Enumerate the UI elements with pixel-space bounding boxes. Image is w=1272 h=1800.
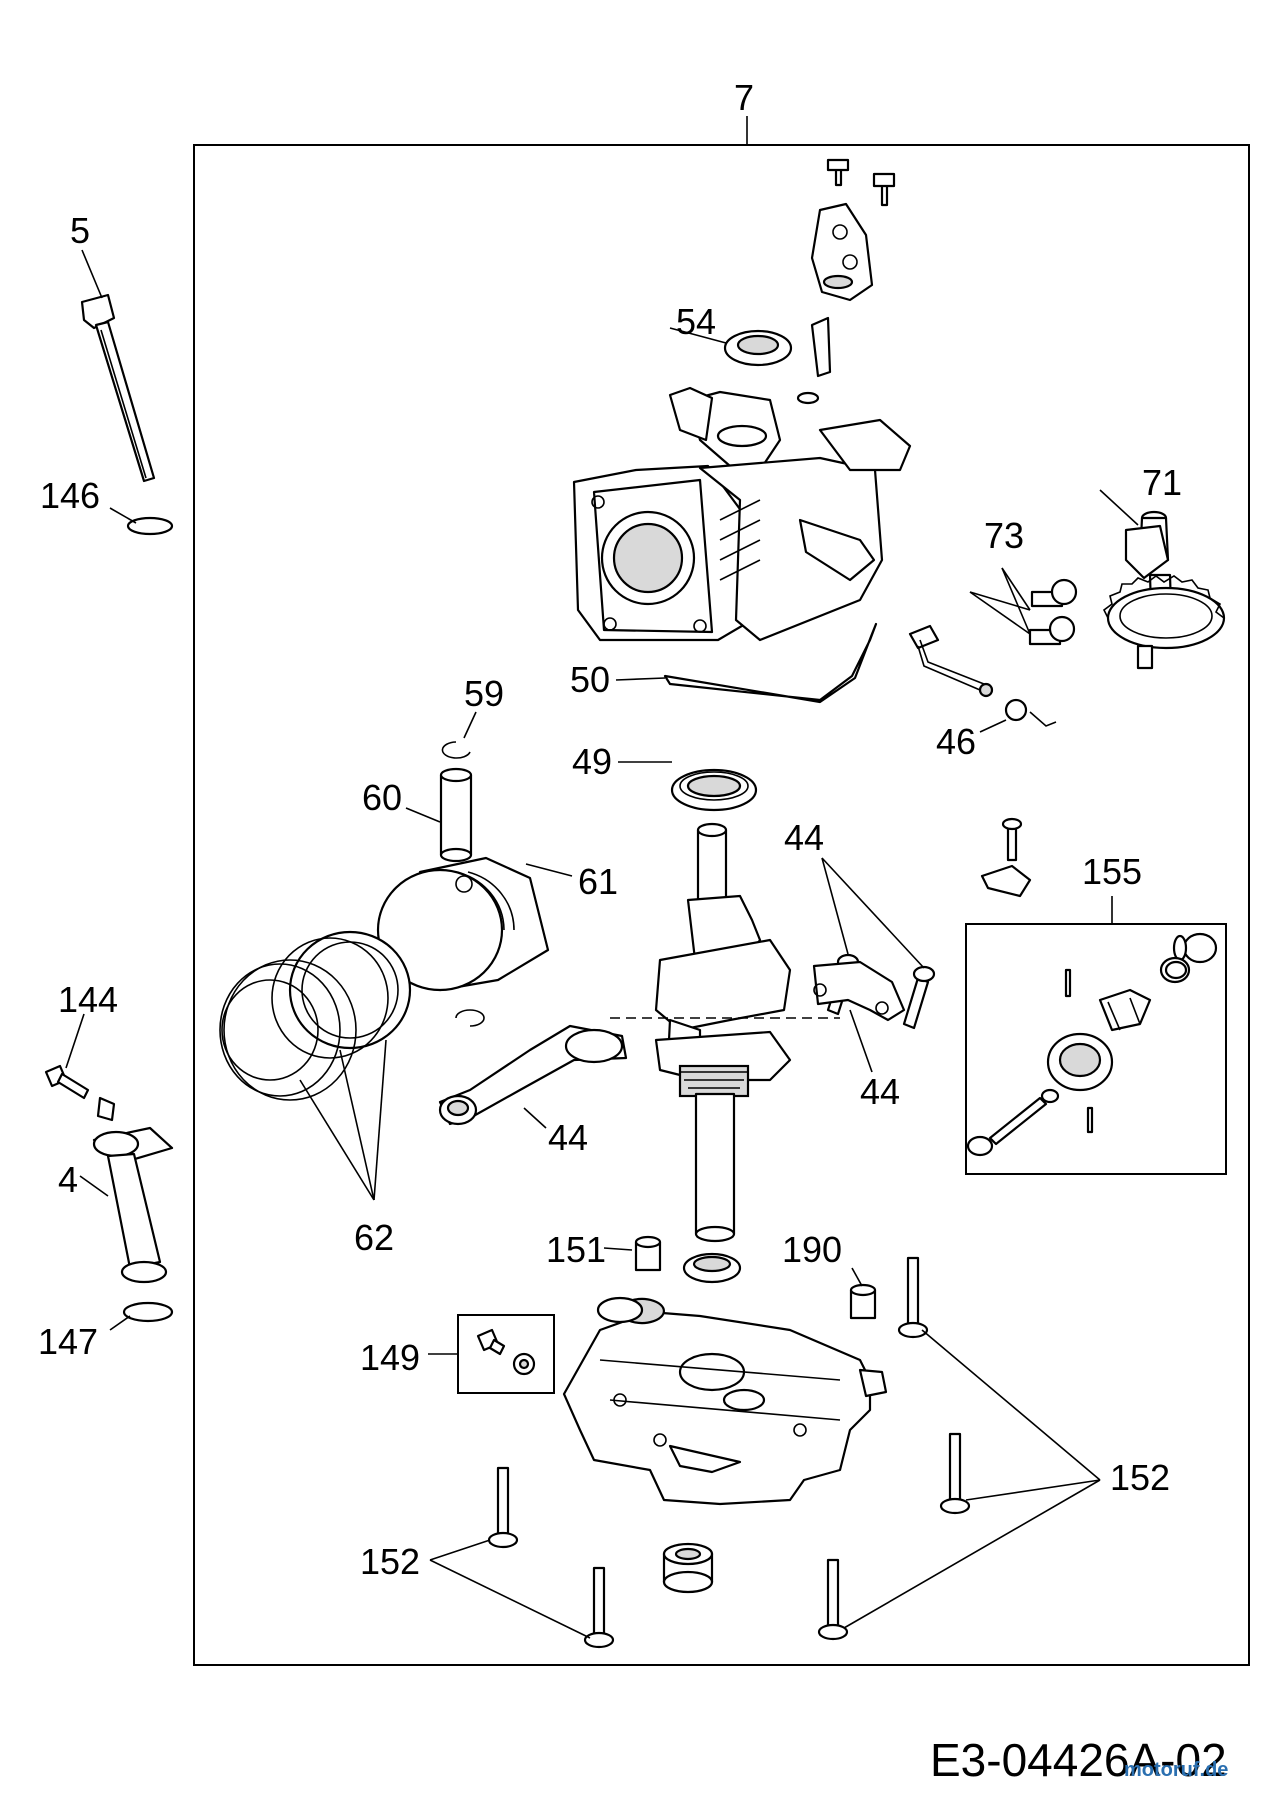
leader-62c — [373, 1039, 387, 1201]
cylinder-block-part — [572, 386, 912, 642]
governor-assembly-155-part — [965, 923, 1227, 1175]
circlip-59-part — [441, 741, 471, 759]
leader-73a — [1001, 567, 1031, 611]
leader-71 — [1099, 489, 1139, 526]
leader-44b — [821, 857, 925, 969]
governor-bolt-part — [980, 817, 1032, 898]
leader-54 — [669, 327, 727, 344]
leader-59 — [463, 711, 477, 739]
oil-seal-54-part — [723, 316, 832, 378]
crankshaft-part — [654, 822, 792, 1243]
leader-152d — [429, 1539, 491, 1561]
part-label-44-right: 44 — [860, 1071, 900, 1112]
bottom-bushing-part — [662, 1542, 714, 1594]
watermark: motoruf.de — [1124, 1759, 1228, 1781]
leader-73b — [1001, 567, 1031, 635]
leader-46 — [979, 719, 1007, 733]
tappets-73-part — [1028, 578, 1078, 646]
dowel-151-part — [634, 1235, 662, 1272]
part-label-149: 149 — [360, 1337, 420, 1378]
leader-61 — [525, 863, 573, 877]
leader-62a — [299, 1079, 375, 1201]
leader-60 — [405, 807, 441, 823]
leader-152b — [965, 1479, 1101, 1501]
leader-147 — [109, 1315, 131, 1331]
connecting-rod-44-part — [438, 1024, 628, 1126]
part-label-44-rod: 44 — [548, 1117, 588, 1158]
part-label-155: 155 — [1082, 851, 1142, 892]
crankcase-sump-part — [562, 1296, 888, 1506]
part-label-71: 71 — [1142, 462, 1182, 503]
leader-144 — [65, 1013, 85, 1069]
part-label-54: 54 — [676, 301, 716, 342]
drawing-code: E3-04426A-02 — [930, 1734, 1227, 1786]
rod-cap-44-part — [812, 960, 906, 1022]
leader-152c — [843, 1479, 1101, 1629]
leader-5 — [81, 249, 103, 299]
ball-bearing-49-part — [670, 768, 758, 812]
part-label-151: 151 — [546, 1229, 606, 1270]
piston-61-part — [376, 856, 550, 992]
leader-190 — [851, 1267, 863, 1287]
piston-circlip-part — [455, 1009, 485, 1027]
part-label-50: 50 — [570, 659, 610, 700]
leader-44c — [849, 1009, 873, 1073]
dowel-190-part — [849, 1283, 877, 1320]
leader-44a — [821, 857, 849, 955]
o-ring-146-part — [126, 516, 174, 536]
part-label-147: 147 — [38, 1321, 98, 1362]
part-label-144: 144 — [58, 979, 118, 1020]
sump-bolts-152-part — [487, 1256, 971, 1649]
part-label-60: 60 — [362, 777, 402, 818]
part-label-59: 59 — [464, 673, 504, 714]
bolt-washer-149-part — [457, 1314, 555, 1394]
leader-73d — [969, 591, 1031, 635]
leader-50 — [615, 677, 666, 681]
top-bracket-part — [810, 158, 896, 302]
piston-rings-62-part — [219, 930, 412, 1101]
leader-62b — [339, 1049, 375, 1201]
leader-152a — [921, 1329, 1101, 1481]
part-label-46: 46 — [936, 721, 976, 762]
leader-73c — [969, 591, 1031, 611]
part-label-49: 49 — [572, 741, 612, 782]
leader-152e — [429, 1559, 591, 1639]
crank-oil-seal-part — [682, 1252, 742, 1284]
part-label-146: 146 — [40, 475, 100, 516]
part-label-44-top: 44 — [784, 817, 824, 858]
leader-4 — [79, 1175, 109, 1197]
leader-151 — [603, 1247, 633, 1251]
assembly-number-label: 7 — [734, 77, 754, 118]
o-ring-147-part — [122, 1301, 174, 1323]
piston-pin-60-part — [439, 767, 473, 863]
part-label-4: 4 — [58, 1159, 78, 1200]
leader-146 — [109, 507, 137, 524]
part-label-5: 5 — [70, 210, 90, 251]
assembly-frame — [193, 116, 1250, 1666]
gasket-50-part — [663, 622, 878, 704]
bolt-144-part — [44, 1064, 116, 1122]
part-label-61: 61 — [578, 861, 618, 902]
part-label-152-right: 152 — [1110, 1457, 1170, 1498]
part-label-152-left: 152 — [360, 1541, 420, 1582]
leader-44d — [523, 1107, 547, 1129]
camshaft-71-part — [1102, 510, 1226, 670]
governor-rod-46-part — [908, 624, 1057, 727]
dipstick-part — [80, 293, 156, 483]
part-label-73: 73 — [984, 515, 1024, 556]
part-label-190: 190 — [782, 1229, 842, 1270]
part-label-62: 62 — [354, 1217, 394, 1258]
dipstick-tube-4-part — [92, 1126, 174, 1284]
